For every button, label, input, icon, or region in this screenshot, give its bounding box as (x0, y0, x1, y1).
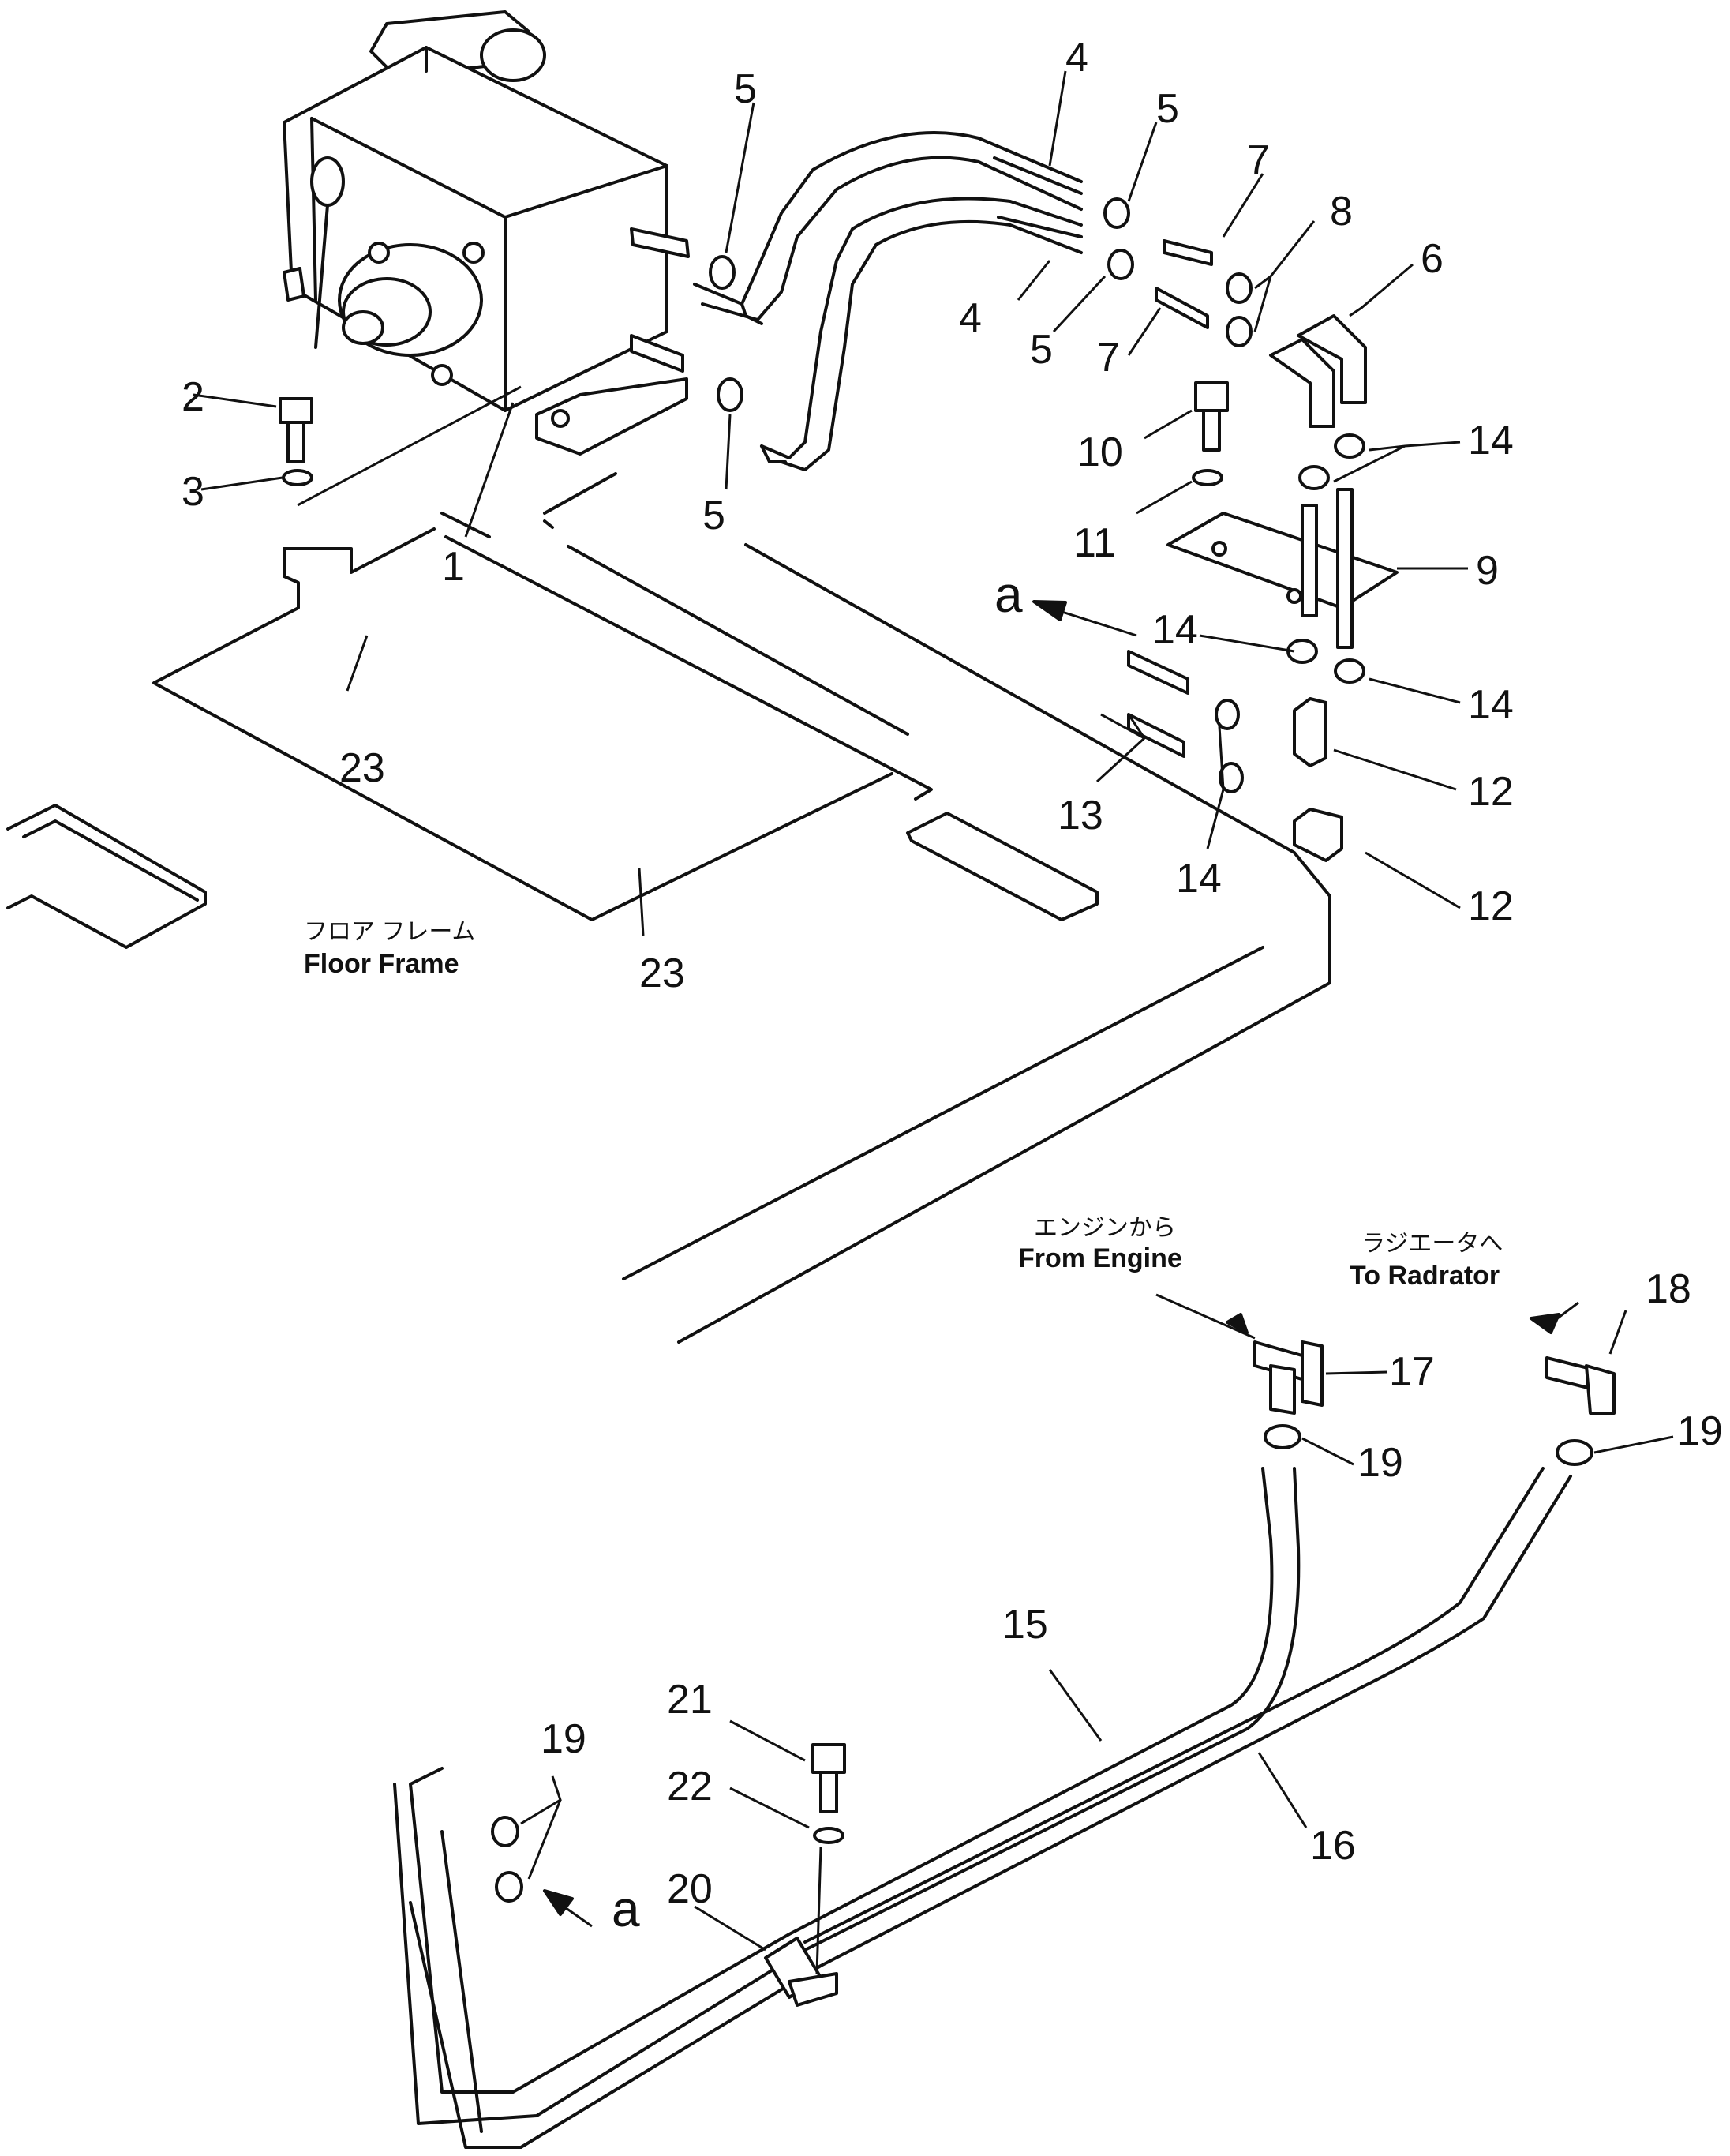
lower-piping (393, 1467, 1572, 2149)
clamp-5a (709, 255, 736, 290)
floor-frame (6, 472, 1331, 1344)
callout-6: 6 (1421, 236, 1444, 282)
callout-17: 17 (1389, 1349, 1435, 1395)
callout-8: 8 (1330, 189, 1353, 234)
callout-2: 2 (182, 374, 204, 420)
callout-3: 3 (182, 469, 204, 515)
callout-12a: 12 (1468, 769, 1514, 815)
from-engine-label-en: From Engine (1018, 1243, 1182, 1273)
bolt-2 (279, 397, 313, 463)
elbow-hose-6a (1269, 338, 1335, 428)
clamp-5d (1107, 249, 1134, 280)
from-engine-label-jp: エンジンから (1034, 1215, 1176, 1241)
callout-15: 15 (1002, 1602, 1048, 1648)
washer-11 (1192, 469, 1223, 486)
heater-unit (283, 10, 690, 456)
bolt-21 (811, 1743, 846, 1813)
clamp-19a (1264, 1424, 1301, 1449)
clamp-8a (1226, 272, 1253, 304)
callout-13: 13 (1058, 793, 1103, 838)
leader-lines (193, 70, 1674, 1952)
clamp-5b (717, 377, 743, 412)
callout-1: 1 (442, 544, 465, 590)
pipe-7b (1155, 287, 1209, 329)
washer-22 (813, 1827, 844, 1844)
clamp-8b (1226, 316, 1253, 347)
elbow-hose-6b (1297, 314, 1367, 404)
callout-12b: 12 (1468, 883, 1514, 929)
text-annotations: フロア フレーム Floor Frame エンジンから From Engine … (304, 919, 1503, 1291)
callout-9: 9 (1476, 548, 1499, 594)
callout-10: 10 (1077, 429, 1123, 475)
callout-23a: 23 (339, 745, 385, 791)
floor-frame-label-en: Floor Frame (304, 949, 459, 979)
to-radiator-label-en: To Radrator (1350, 1261, 1500, 1291)
fitting-18 (1545, 1356, 1616, 1415)
callout-a1: a (994, 566, 1023, 623)
callout-5a: 5 (734, 66, 757, 112)
callout-16: 16 (1310, 1823, 1356, 1869)
callout-numbers: 1 2 3 4 4 5 5 5 5 5 6 7 7 8 9 10 11 12 1… (182, 35, 1723, 1937)
callout-5d: 5 (702, 493, 725, 538)
callout-19a: 19 (1357, 1440, 1403, 1486)
callout-14d: 14 (1176, 856, 1222, 902)
clamp-19b (1556, 1439, 1593, 1466)
pipe-7a (1163, 239, 1213, 266)
floor-frame-label-jp: フロア フレーム (304, 919, 475, 945)
valve-17 (1253, 1340, 1324, 1415)
mounting-plate-9 (1166, 488, 1399, 649)
callout-22: 22 (667, 1764, 713, 1809)
callout-a2: a (612, 1880, 640, 1937)
callout-14c: 14 (1468, 682, 1514, 728)
callout-7a: 7 (1247, 137, 1270, 183)
callout-18: 18 (1646, 1266, 1691, 1312)
to-radiator-label-jp: ラジエータへ (1361, 1231, 1503, 1257)
pipe-13b (1127, 713, 1185, 758)
callout-7b: 7 (1097, 335, 1120, 381)
callout-11: 11 (1073, 520, 1116, 566)
heater-hoses (693, 131, 1083, 471)
callout-4a: 4 (1065, 35, 1088, 81)
callout-23b: 23 (639, 951, 685, 996)
callout-14b: 14 (1152, 607, 1198, 653)
callout-20: 20 (667, 1866, 713, 1912)
callout-5b: 5 (1156, 86, 1179, 132)
elbow-12a (1293, 697, 1327, 767)
callout-5c: 5 (1030, 327, 1053, 373)
callout-19c: 19 (541, 1716, 586, 1762)
callout-21: 21 (667, 1677, 713, 1723)
callout-19b: 19 (1677, 1408, 1723, 1454)
callout-14a: 14 (1468, 418, 1514, 463)
elbow-12b (1293, 808, 1343, 862)
bolt-10 (1194, 381, 1229, 452)
pipe-13a (1127, 650, 1189, 695)
callout-4b: 4 (959, 295, 982, 341)
clamp-5c (1103, 197, 1130, 229)
washer-3 (282, 469, 313, 486)
